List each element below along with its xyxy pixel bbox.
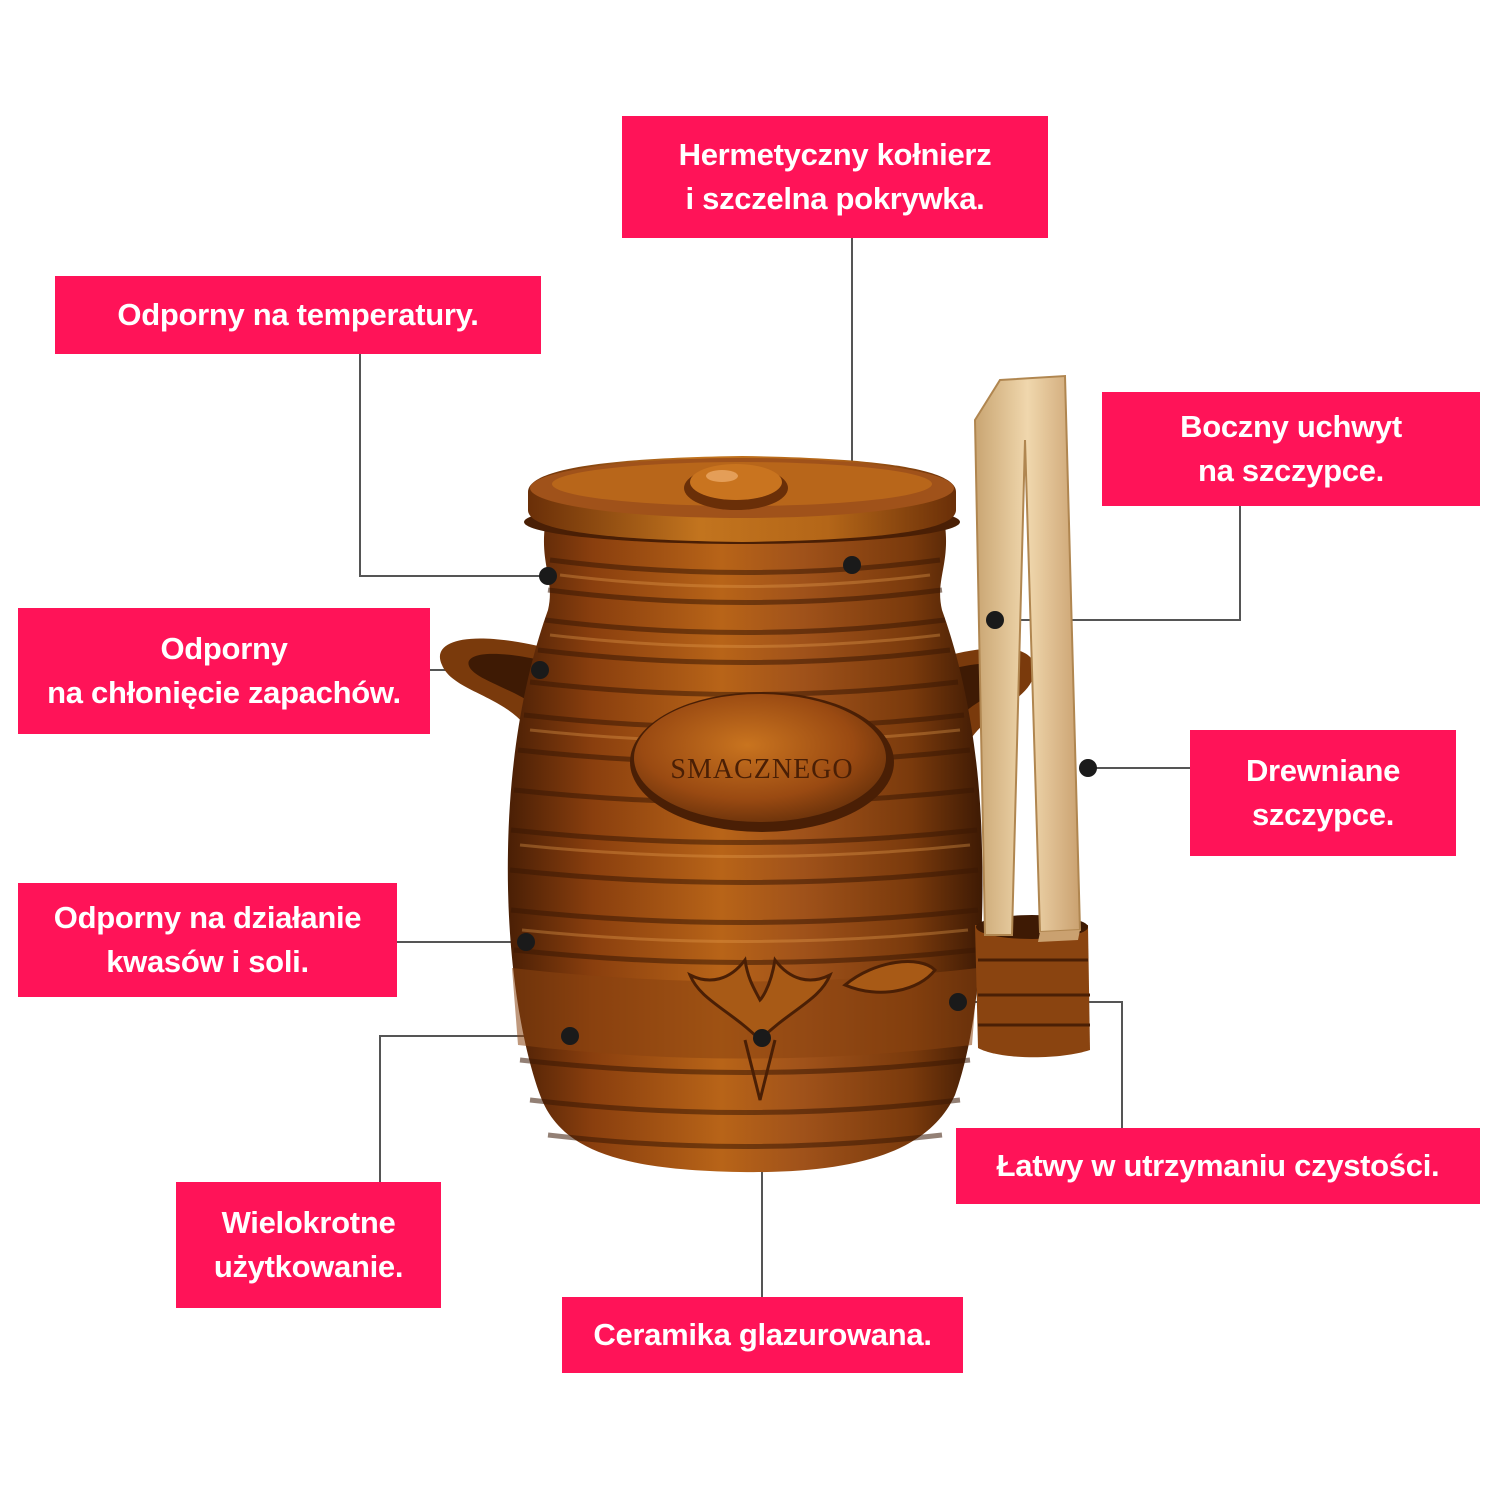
- callout-side-holder-line1: Boczny uchwyt: [1180, 409, 1402, 444]
- callout-collar-lid-line1: Hermetyczny kołnierz: [678, 137, 992, 172]
- callout-reusable: Wielokrotne użytkowanie.: [176, 1182, 441, 1308]
- callout-tongs-line2: szczypce.: [1251, 797, 1395, 832]
- callout-side-holder-line2: na szczypce.: [1198, 453, 1384, 488]
- dot-side-holder: [986, 611, 1004, 629]
- callout-glazed: Ceramika glazurowana.: [562, 1297, 963, 1373]
- callout-collar-lid: Hermetyczny kołnierz i szczelna pokrywka.: [622, 116, 1048, 238]
- callout-odor: Odporny na chłonięcie zapachów.: [18, 608, 430, 734]
- embossed-plaque: SMACZNEGO: [630, 692, 894, 832]
- jar-ridges: [509, 557, 979, 1149]
- wooden-tongs: [973, 374, 1082, 942]
- leader-reusable: [379, 1035, 570, 1182]
- callout-easy-clean-line1: Łatwy w utrzymaniu czystości.: [996, 1148, 1440, 1183]
- marker-dots: [517, 556, 1097, 1047]
- dot-easy-clean: [949, 993, 967, 1011]
- callout-odor-line2: na chłonięcie zapachów.: [47, 675, 401, 710]
- callout-acid-salt-line1: Odporny na działanie: [53, 900, 362, 935]
- callout-reusable-line1: Wielokrotne: [221, 1205, 396, 1240]
- callout-temperature: Odporny na temperatury.: [55, 276, 541, 354]
- callout-tongs: Drewniane szczypce.: [1190, 730, 1456, 856]
- callout-acid-salt-line2: kwasów i soli.: [106, 944, 309, 979]
- leader-side-holder: [996, 506, 1241, 621]
- callout-odor-line1: Odporny: [160, 631, 288, 666]
- leader-temperature: [359, 354, 548, 577]
- dot-glazed: [753, 1029, 771, 1047]
- callout-acid-salt: Odporny na działanie kwasów i soli.: [18, 883, 397, 997]
- dot-odor: [531, 661, 549, 679]
- callout-tongs-line1: Drewniane: [1245, 753, 1401, 788]
- dot-acid: [517, 933, 535, 951]
- dot-tongs: [1079, 759, 1097, 777]
- callout-reusable-line2: użytkowanie.: [213, 1249, 404, 1284]
- callout-easy-clean: Łatwy w utrzymaniu czystości.: [956, 1128, 1480, 1204]
- callout-collar-lid-line2: i szczelna pokrywka.: [685, 181, 985, 216]
- callout-side-holder: Boczny uchwyt na szczypce.: [1102, 392, 1480, 506]
- jar-lid: [524, 456, 960, 544]
- dot-reusable: [561, 1027, 579, 1045]
- dot-temperature: [539, 567, 557, 585]
- embossed-text: SMACZNEGO: [670, 754, 853, 785]
- callout-temperature-line1: Odporny na temperatury.: [117, 297, 479, 332]
- callout-glazed-line1: Ceramika glazurowana.: [593, 1317, 932, 1352]
- dot-collar: [843, 556, 861, 574]
